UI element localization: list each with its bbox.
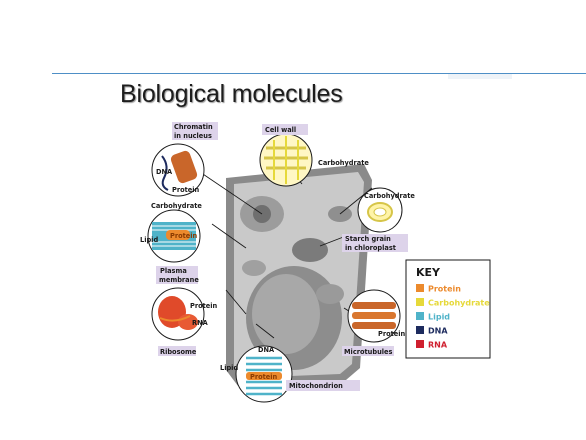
- protein-ribosome-label: Protein: [190, 302, 217, 310]
- slide-title: Biological molecules: [120, 80, 343, 108]
- key-title: KEY: [416, 266, 441, 279]
- key-swatch-carbohydrate: [416, 298, 424, 306]
- mitochondrion-label: Mitochondrion: [289, 382, 343, 390]
- plasma-membrane-label-line1: Plasma: [160, 267, 187, 275]
- chromatin-label-box: [172, 122, 218, 140]
- cell-diagram: Chromatin in nucleus DNA Protein Cell wa…: [140, 122, 491, 403]
- carbohydrate-membrane-label: Carbohydrate: [151, 202, 202, 210]
- chromatin-label-line2: in nucleus: [174, 132, 212, 140]
- protein-membrane-label: Protein: [170, 232, 197, 240]
- cell-wall-label: Cell wall: [265, 126, 296, 134]
- microtubules-inset: [347, 289, 401, 343]
- plasma-membrane-inset: [147, 209, 201, 263]
- chromatin-inset: [151, 143, 205, 197]
- protein-nucleus-label: Protein: [172, 186, 199, 194]
- starch-grain-label-box: [342, 234, 408, 252]
- key-label-lipid: Lipid: [428, 313, 450, 322]
- protein-mitochondrion-label: Protein: [250, 373, 277, 381]
- rna-ribosome-label: RNA: [192, 319, 209, 327]
- starch-grain-label-line1: Starch grain: [345, 235, 391, 243]
- header-rule: [52, 73, 586, 74]
- plasma-membrane-label-line2: membrane: [159, 276, 199, 284]
- key-swatch-protein: [416, 284, 424, 292]
- key-swatch-dna: [416, 326, 424, 334]
- ribosome-label-box: [158, 346, 196, 356]
- key-swatch-lipid: [416, 312, 424, 320]
- key-label-carbohydrate: Carbohydrate: [428, 299, 490, 308]
- carbohydrate-chloroplast-label: Carbohydrate: [364, 192, 415, 200]
- key-label-protein: Protein: [428, 285, 461, 294]
- dna-mitochondrion-label: DNA: [258, 346, 275, 354]
- dna-label: DNA: [156, 168, 173, 176]
- ribosome-label: Ribosome: [160, 348, 197, 356]
- chromatin-label-line1: Chromatin: [174, 123, 213, 131]
- ribosome-inset: [151, 287, 205, 341]
- protein-microtubule-label: Protein: [378, 330, 405, 338]
- mitochondrion-inset: [235, 345, 293, 403]
- microtubules-label: Microtubules: [344, 348, 393, 356]
- plant-cell: [226, 164, 372, 386]
- mitochondrion-label-box: [286, 380, 360, 391]
- plasma-membrane-label-box: [156, 266, 198, 284]
- microtubules-label-box: [342, 346, 394, 356]
- key-swatch-rna: [416, 340, 424, 348]
- chloroplast-inset: [357, 187, 403, 233]
- lipid-mitochondrion-label: Lipid: [220, 364, 238, 372]
- key-label-dna: DNA: [428, 327, 448, 336]
- key-label-rna: RNA: [428, 341, 448, 350]
- header-tab-mark: [448, 74, 512, 79]
- starch-grain-label-line2: in chloroplast: [345, 244, 396, 252]
- cell-wall-inset: [259, 133, 313, 187]
- lipid-membrane-label: Lipid: [140, 236, 158, 244]
- carbohydrate-wall-label: Carbohydrate: [318, 159, 369, 167]
- cell-wall-label-box: [262, 124, 308, 135]
